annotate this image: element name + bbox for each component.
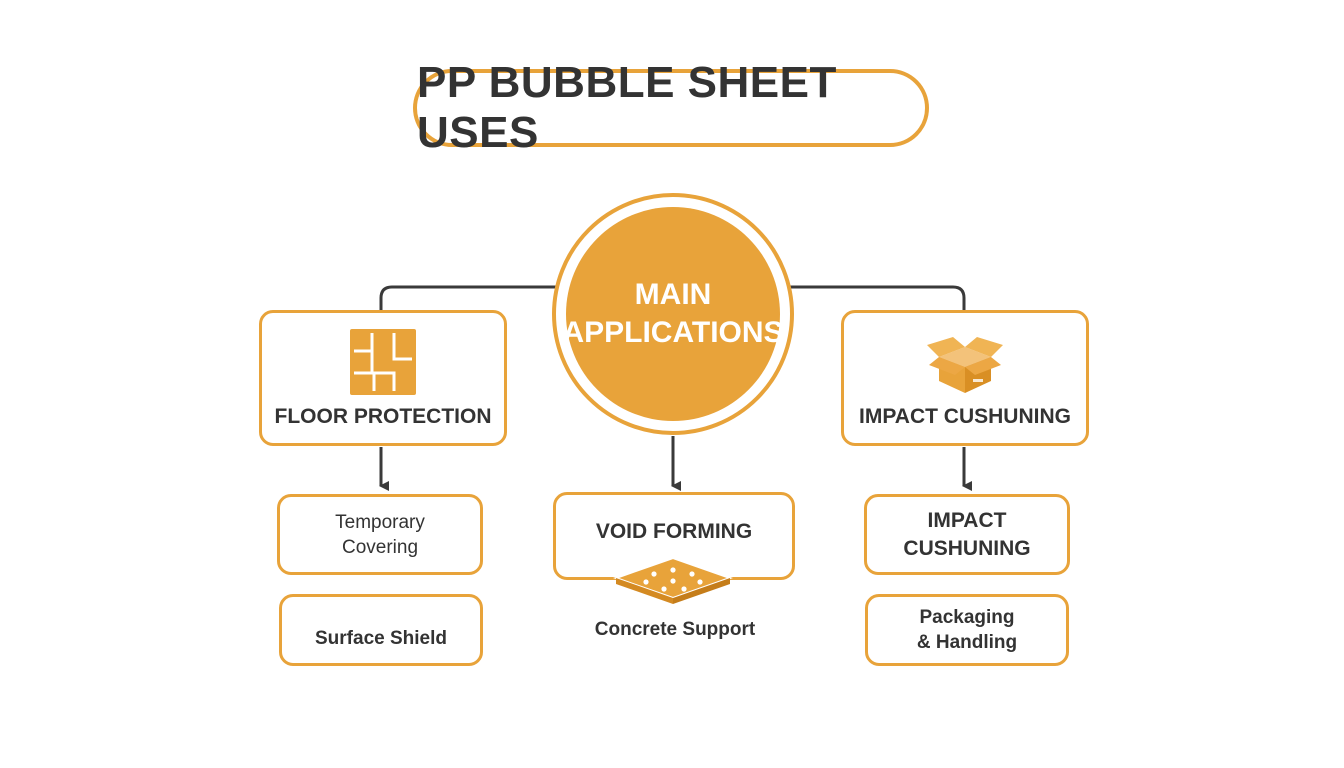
bubble-sheet-icon [612,554,734,611]
surface-shield-label: Surface Shield [315,628,447,649]
temporary-covering-line2: Covering [341,536,419,558]
page-title: PP BUBBLE SHEET USES [413,58,929,157]
concrete-support-caption: Concrete Support [594,619,756,640]
open-box-icon [925,329,1005,400]
floor-protection-label: FLOOR PROTECTION [274,405,492,428]
temporary-covering-line1: Temporary [335,511,425,533]
hub-label-line1: MAIN [634,278,712,311]
impact-cushioning-sub-line1: IMPACT [927,508,1007,532]
impact-cushioning-sub-line2: CUSHUNING [903,536,1031,560]
packaging-handling-card: Packaging & Handling [865,594,1069,666]
floor-tiles-icon [350,329,416,400]
surface-shield-card: Surface Shield [279,594,483,666]
packaging-handling-line1: Packaging [919,607,1015,628]
impact-cushioning-label: IMPACT CUSHUNING [859,405,1071,428]
connector-left [379,285,556,310]
floor-protection-card: FLOOR PROTECTION [259,310,507,446]
packaging-handling-line2: & Handling [916,632,1018,653]
hub-label-line2: APPLICATIONS [562,316,784,349]
void-forming-label: VOID FORMING [595,520,753,543]
main-applications-hub: MAIN APPLICATIONS [562,207,784,421]
impact-cushioning-card: IMPACT CUSHUNING [841,310,1089,446]
connector-right [790,285,966,310]
impact-cushioning-sub-card: IMPACT CUSHUNING [864,494,1070,575]
temporary-covering-card: Temporary Covering [277,494,483,575]
